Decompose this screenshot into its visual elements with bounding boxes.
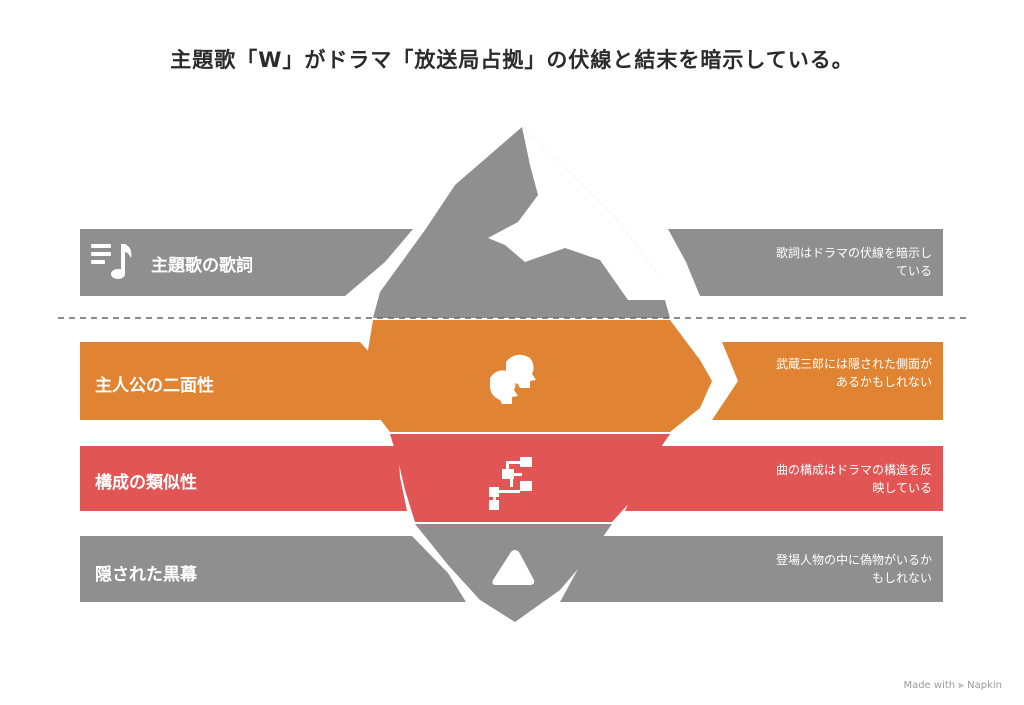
made-with-text: Made with xyxy=(903,680,956,691)
band-left-lyrics xyxy=(80,229,413,296)
layer-desc-structure: 曲の構成はドラマの構造を反映している xyxy=(775,463,932,495)
music-notes-icon xyxy=(91,244,132,279)
warning-triangle-icon xyxy=(492,550,535,585)
band-right-structure xyxy=(625,446,943,511)
page-title: 主題歌「W」がドラマ「放送局占拠」の伏線と結末を暗示している。 xyxy=(170,48,854,72)
two-faces-icon xyxy=(490,354,536,404)
iceberg-segment-structure xyxy=(390,434,670,522)
brand-name: Napkin xyxy=(967,680,1002,691)
layer-label-lyrics: 主題歌の歌詞 xyxy=(151,256,253,276)
footer: Made with ⫸ Napkin xyxy=(903,680,1002,691)
layer-desc-mastermind: 登場人物の中に偽物がいるかもしれない xyxy=(775,553,932,585)
layer-desc-lyrics: 歌詞はドラマの伏線を暗示している xyxy=(775,246,932,278)
iceberg-segment-duality xyxy=(360,320,712,432)
layer-label-mastermind: 隠された黒幕 xyxy=(95,565,197,585)
layer-label-structure: 構成の類似性 xyxy=(95,473,197,493)
band-left-duality xyxy=(80,342,395,420)
flowchart-icon xyxy=(489,457,532,510)
iceberg-snowcap xyxy=(488,127,668,300)
band-left-mastermind xyxy=(80,536,466,602)
band-right-lyrics xyxy=(668,229,943,296)
layer-desc-duality: 武蔵三郎には隠された側面があるかもしれない xyxy=(775,357,932,389)
band-right-mastermind xyxy=(560,536,943,602)
band-left-structure xyxy=(80,446,407,511)
band-right-duality xyxy=(712,342,943,420)
layer-label-duality: 主人公の二面性 xyxy=(95,376,214,396)
napkin-logo-icon: ⫸ xyxy=(958,680,964,691)
